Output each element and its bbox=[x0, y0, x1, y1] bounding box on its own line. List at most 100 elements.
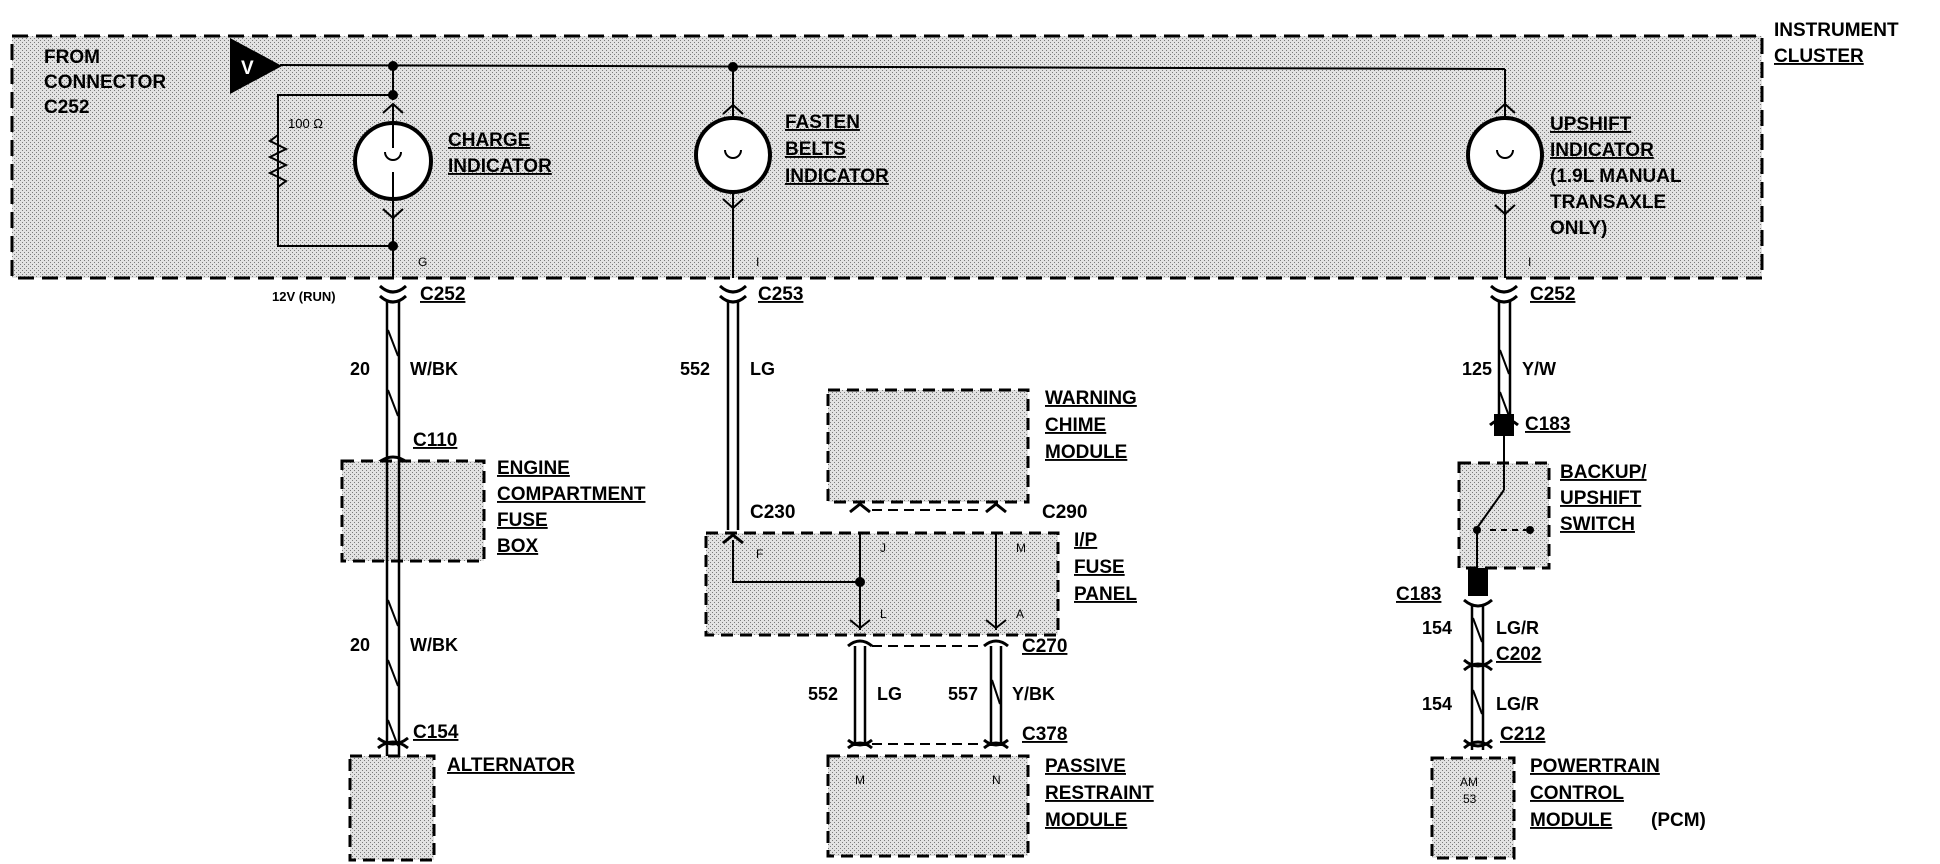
pin-g: G bbox=[418, 255, 427, 269]
restraint-pin-m: M bbox=[855, 773, 865, 787]
chime-label-1: WARNING bbox=[1045, 388, 1137, 409]
switch-label-2: UPSHIFT bbox=[1560, 488, 1642, 509]
voltage-label: 12V (RUN) bbox=[272, 289, 336, 304]
resistor-label: 100 Ω bbox=[288, 116, 323, 131]
charge-label-1: CHARGE bbox=[448, 130, 530, 151]
wire-125-stripe bbox=[1499, 349, 1510, 417]
upshift-label-1: UPSHIFT bbox=[1550, 114, 1632, 135]
switch-label-3: SWITCH bbox=[1560, 514, 1635, 535]
wire-557-color: Y/BK bbox=[1012, 684, 1055, 704]
supply-bus bbox=[279, 64, 1506, 70]
fuse-box-label-1: ENGINE bbox=[497, 458, 570, 479]
c252-left-label: C252 bbox=[420, 284, 465, 305]
upshift-filament-icon bbox=[1496, 149, 1514, 159]
c154-label: C154 bbox=[413, 722, 459, 743]
wire-557-stripe bbox=[991, 679, 1001, 705]
ip-pin-a: A bbox=[1016, 607, 1024, 621]
switch-label-1: BACKUP/ bbox=[1560, 462, 1647, 483]
c290-label: C290 bbox=[1042, 502, 1087, 523]
source-symbol: V bbox=[241, 58, 254, 79]
pcm-label-2: CONTROL bbox=[1530, 783, 1624, 804]
c183-bottom-label: C183 bbox=[1396, 584, 1441, 605]
ip-label-3: PANEL bbox=[1074, 584, 1137, 605]
cluster-title-2: CLUSTER bbox=[1774, 46, 1864, 67]
ip-pin-l: L bbox=[880, 607, 887, 621]
chime-label-3: MODULE bbox=[1045, 442, 1127, 463]
pcm-box bbox=[1430, 756, 1516, 860]
c252-right-connector-icon bbox=[1489, 284, 1519, 304]
switch-blade-icon bbox=[1476, 489, 1505, 529]
wire-154-1-color: LG/R bbox=[1496, 618, 1539, 638]
wire2-number: 20 bbox=[350, 635, 370, 655]
c252-left-connector-icon bbox=[378, 284, 408, 304]
fasten-label-3: INDICATOR bbox=[785, 166, 889, 187]
c183-top-plug bbox=[1494, 414, 1514, 436]
charge-label-2: INDICATOR bbox=[448, 156, 552, 177]
wire1-number: 20 bbox=[350, 359, 370, 379]
ip-pin-j: J bbox=[880, 541, 886, 555]
upshift-label-5: ONLY) bbox=[1550, 218, 1607, 239]
upshift-label-4: TRANSAXLE bbox=[1550, 192, 1666, 213]
source-label-3: C252 bbox=[44, 97, 89, 118]
c270-connector-icon bbox=[847, 639, 1009, 648]
pcm-pin-2: 53 bbox=[1463, 792, 1477, 806]
c154-connector-icon bbox=[377, 736, 409, 750]
c290-connector-icon bbox=[849, 502, 1007, 514]
alternator-label: ALTERNATOR bbox=[447, 755, 575, 776]
wire-125-number: 125 bbox=[1462, 359, 1492, 379]
c253-label: C253 bbox=[758, 284, 803, 305]
c378-connector-icon bbox=[847, 738, 1009, 750]
wire-552-lower-number: 552 bbox=[808, 684, 838, 704]
alternator-box bbox=[348, 754, 436, 862]
c202-connector-icon bbox=[1463, 658, 1493, 672]
source-label-2: CONNECTOR bbox=[44, 72, 166, 93]
c252-right-label: C252 bbox=[1530, 284, 1575, 305]
wire-154-2-color: LG/R bbox=[1496, 694, 1539, 714]
fasten-label-1: FASTEN bbox=[785, 112, 860, 133]
c202-label: C202 bbox=[1496, 644, 1541, 665]
switch-contact-right bbox=[1526, 526, 1534, 534]
ip-label-2: FUSE bbox=[1074, 557, 1125, 578]
c270-label: C270 bbox=[1022, 636, 1067, 657]
pcm-label-1: POWERTRAIN bbox=[1530, 756, 1660, 777]
c253-connector-icon bbox=[718, 284, 748, 304]
middle-circuit: C253 552 LG WARNING CHIME MODULE C230 C2… bbox=[680, 284, 1154, 858]
upshift-label-2: INDICATOR bbox=[1550, 140, 1654, 161]
restraint-pin-n: N bbox=[992, 773, 1001, 787]
upshift-top-chevron bbox=[1494, 102, 1516, 114]
ip-pin-m: M bbox=[1016, 541, 1026, 555]
instrument-cluster: V FROM CONNECTOR C252 100 Ω G CHARGE IND… bbox=[10, 34, 1764, 280]
fuse-box-label-2: COMPARTMENT bbox=[497, 484, 646, 505]
upshift-label-3: (1.9L MANUAL bbox=[1550, 166, 1682, 187]
pcm-pin-1: AM bbox=[1460, 775, 1478, 789]
charge-junction-bottom bbox=[388, 241, 398, 251]
wire-552-color: LG bbox=[750, 359, 775, 379]
ip-label-1: I/P bbox=[1074, 530, 1098, 551]
upshift-lamp-icon bbox=[1466, 116, 1544, 194]
source-label-1: FROM bbox=[44, 47, 100, 68]
c212-connector-icon bbox=[1463, 738, 1493, 750]
wire-552-lower-color: LG bbox=[877, 684, 902, 704]
charge-filament-icon bbox=[384, 124, 402, 198]
pin-i-right: I bbox=[1528, 255, 1531, 269]
wire-552-number: 552 bbox=[680, 359, 710, 379]
c183-bottom-plug bbox=[1468, 568, 1488, 596]
fuse-box-label-4: BOX bbox=[497, 536, 539, 557]
wire-125-color: Y/W bbox=[1522, 359, 1556, 379]
engine-fuse-box bbox=[340, 459, 486, 563]
source-arrow-icon bbox=[230, 38, 282, 94]
resistor-loop bbox=[277, 94, 393, 247]
fasten-lamp-icon bbox=[694, 116, 772, 194]
ip-bottom-arrows bbox=[849, 619, 1007, 630]
fasten-label-2: BELTS bbox=[785, 139, 846, 160]
c183-bottom-connector-icon bbox=[1463, 598, 1493, 608]
fuse-box-label-3: FUSE bbox=[497, 510, 548, 531]
wire-154-2-number: 154 bbox=[1422, 694, 1452, 714]
wire2-color: W/BK bbox=[410, 635, 458, 655]
chime-label-2: CHIME bbox=[1045, 415, 1106, 436]
warning-chime-module bbox=[826, 388, 1030, 504]
cluster-title-1: INSTRUMENT bbox=[1774, 20, 1899, 41]
pin-i-left: I bbox=[756, 255, 759, 269]
c110-label: C110 bbox=[413, 430, 457, 451]
